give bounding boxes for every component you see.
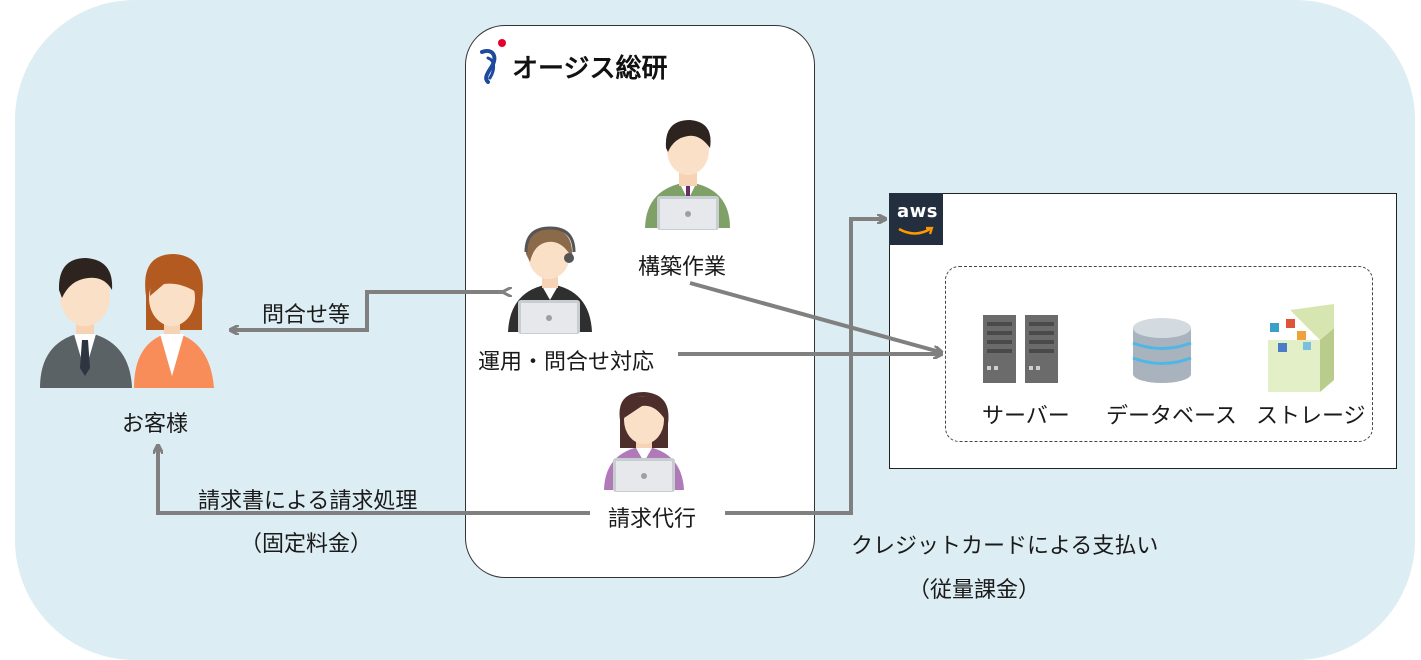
inquiry-arrow	[232, 292, 505, 330]
storage-label: ストレージ	[1256, 404, 1366, 429]
operations-label: 運用・問合せ対応	[478, 350, 655, 375]
build-label: 構築作業	[638, 255, 727, 280]
billing-flow-label: 請求書による請求処理	[198, 489, 418, 514]
company-name: オージス総研	[512, 54, 668, 84]
database-label: データベース	[1106, 404, 1237, 429]
credit-arrow	[725, 219, 884, 515]
aws-smile-icon	[898, 226, 934, 235]
build-arrow	[689, 281, 940, 352]
database-icon	[1132, 318, 1192, 383]
storage-icon	[1268, 304, 1334, 392]
customer-woman-icon	[134, 254, 214, 388]
billing-arrow	[158, 447, 590, 515]
aws-services-group	[945, 266, 1373, 442]
build-worker-icon	[645, 120, 730, 230]
server-icon	[983, 315, 1058, 383]
aws-logo-text: aws	[897, 201, 938, 222]
customer-man-icon	[40, 258, 132, 388]
billing-flow-sublabel: （固定料金）	[240, 532, 373, 557]
billing-label: 請求代行	[608, 507, 697, 532]
operations-worker-icon	[508, 226, 592, 334]
billing-worker-icon	[604, 392, 684, 492]
credit-flow-sublabel: （従量課金）	[908, 578, 1041, 603]
server-label: サーバー	[982, 404, 1070, 429]
ogis-logo-icon	[480, 39, 506, 84]
inquiry-label: 問合せ等	[262, 303, 351, 328]
credit-flow-label: クレジットカードによる支払い	[851, 534, 1159, 559]
customer-label: お客様	[122, 412, 189, 437]
aws-logo-icon: aws	[889, 193, 943, 245]
